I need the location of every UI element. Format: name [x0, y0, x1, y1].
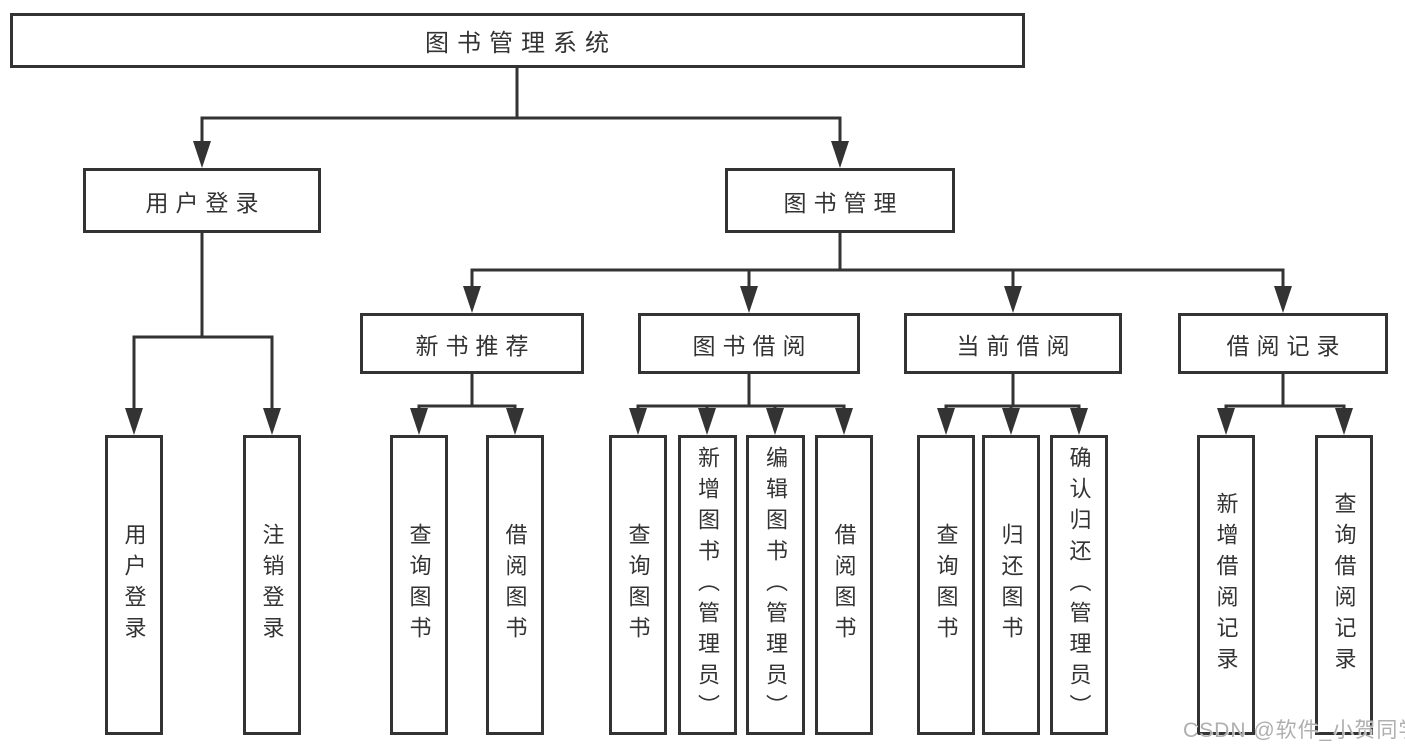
leaf-query-books-borrow: 查询图书	[609, 435, 667, 735]
leaf-label: 查询图书	[625, 523, 651, 647]
node-book-borrow: 图书借阅	[638, 313, 860, 374]
leaf-label: 用户登录	[121, 523, 147, 647]
leaf-label: 查询图书	[933, 523, 959, 647]
node-label: 图书管理系统	[425, 30, 617, 57]
csdn-watermark: CSDN @软件_小贺同学	[1183, 719, 1405, 742]
leaf-query-books-recommend: 查询图书	[390, 435, 448, 735]
node-label: 用户登录	[145, 189, 266, 216]
node-current-borrow: 当前借阅	[904, 313, 1122, 374]
leaf-user-login: 用户登录	[105, 435, 163, 735]
node-label: 图书管理	[783, 189, 904, 216]
leaf-edit-book-admin: 编辑图书（管理员）	[746, 435, 805, 735]
node-user-login: 用户登录	[83, 168, 321, 233]
leaf-label: 查询图书	[406, 523, 432, 647]
node-library-system: 图书管理系统	[10, 13, 1025, 68]
leaf-add-borrow-record: 新增借阅记录	[1197, 435, 1255, 735]
leaf-query-books-current: 查询图书	[917, 435, 975, 735]
node-book-management: 图书管理	[725, 168, 955, 233]
leaf-borrow-books: 借阅图书	[815, 435, 873, 735]
node-label: 借阅记录	[1226, 332, 1347, 359]
leaf-return-books: 归还图书	[982, 435, 1040, 735]
leaf-label: 确认归还（管理员）	[1066, 445, 1092, 725]
leaf-label: 新增图书（管理员）	[695, 445, 721, 725]
node-new-book-recommend: 新书推荐	[360, 313, 584, 374]
leaf-logout: 注销登录	[243, 435, 301, 735]
leaf-label: 编辑图书（管理员）	[763, 445, 789, 725]
leaf-label: 借阅图书	[831, 523, 857, 647]
leaf-label: 注销登录	[259, 523, 285, 647]
leaf-add-book-admin: 新增图书（管理员）	[678, 435, 737, 735]
node-borrow-records: 借阅记录	[1178, 313, 1388, 374]
leaf-label: 归还图书	[998, 523, 1024, 647]
leaf-label: 新增借阅记录	[1213, 492, 1239, 678]
leaf-confirm-return-admin: 确认归还（管理员）	[1050, 435, 1108, 735]
leaf-label: 查询借阅记录	[1331, 492, 1357, 678]
arrowheads	[125, 141, 1353, 435]
leaf-label: 借阅图书	[502, 523, 528, 647]
node-label: 当前借阅	[956, 332, 1077, 359]
leaf-borrow-books-recommend: 借阅图书	[486, 435, 544, 735]
leaf-query-borrow-record: 查询借阅记录	[1315, 435, 1373, 735]
node-label: 图书借阅	[692, 332, 813, 359]
node-label: 新书推荐	[415, 332, 536, 359]
